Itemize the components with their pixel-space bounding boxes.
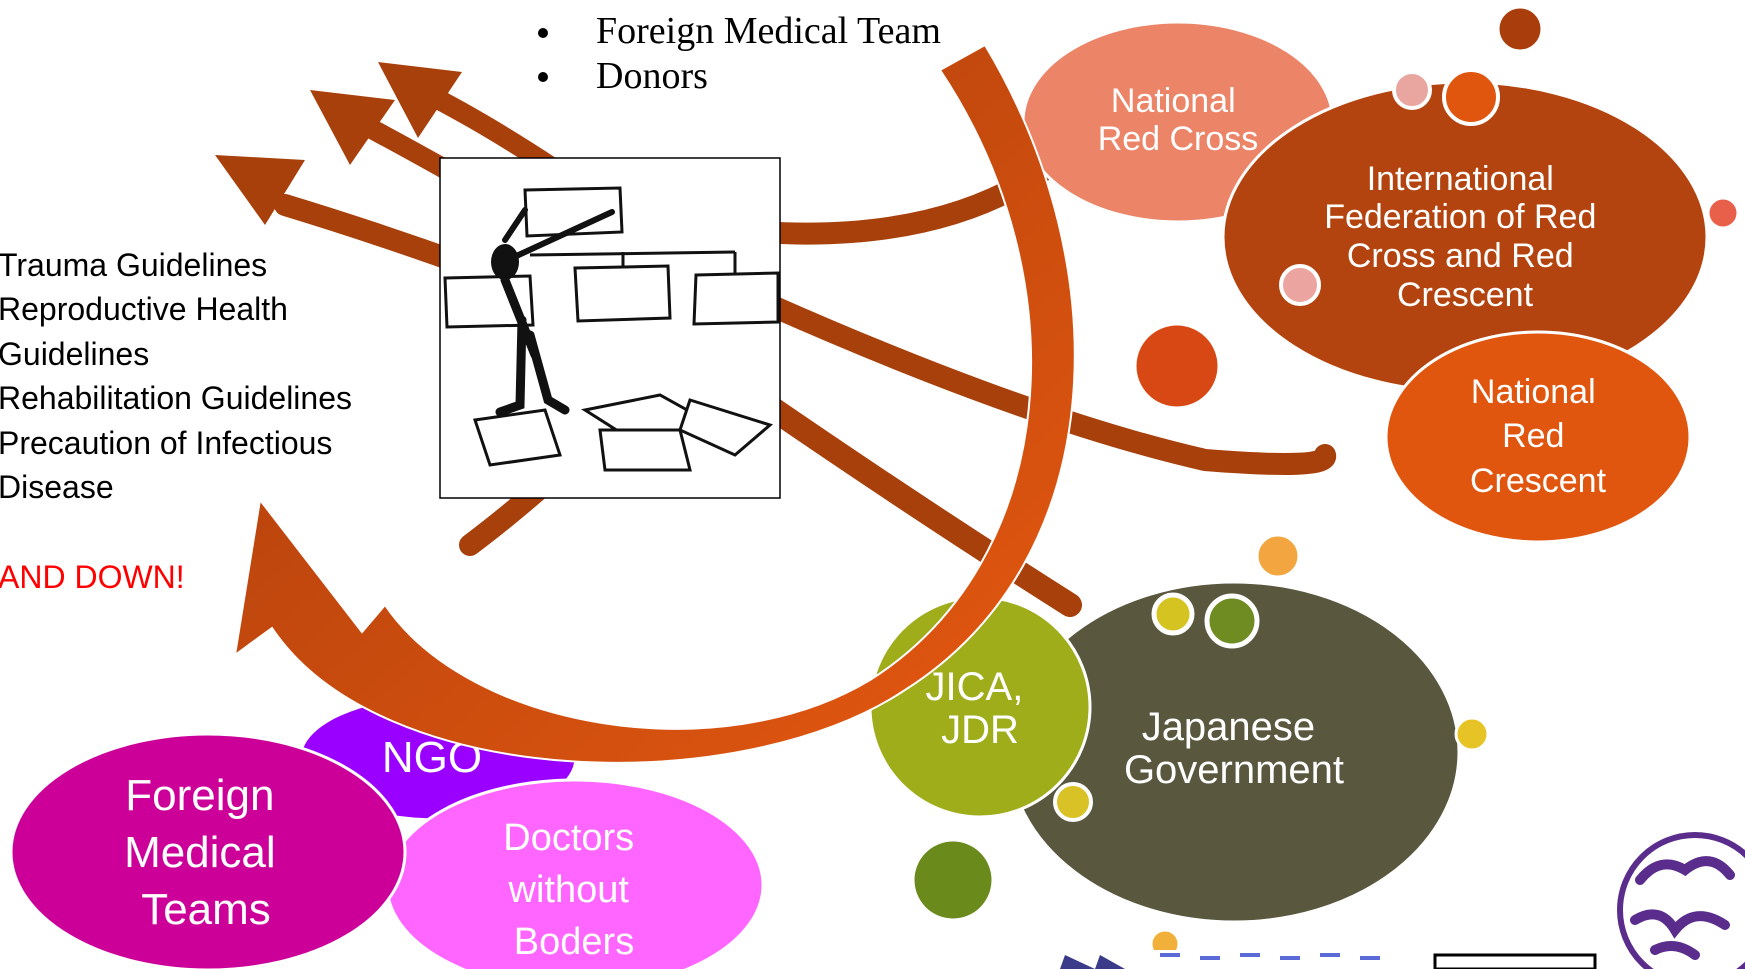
dot [1151,592,1195,636]
list-item: Guidelines [0,336,149,372]
node-label: JICA, JDR [926,665,1035,752]
arrow-line-to-japanese-government [748,388,1082,617]
list-item: Precaution of Infectious [0,425,332,461]
dot [1706,196,1740,230]
node-label: Japanese Government [1124,705,1344,792]
node-label: Doctors without Boders [503,817,644,963]
left-callout: AND DOWN! [0,559,185,595]
decorative-dots [911,5,1740,960]
arrow-line-to-red-crescent [759,294,1337,475]
dot [1255,533,1301,579]
top-bullet-item: Donors [596,55,708,97]
dot [1204,593,1260,649]
list-item: Reproductive Health [0,291,288,327]
big-curved-arrow [233,43,1076,764]
node-label: National Red Crescent [1470,373,1607,500]
node-jica-jdr: JICA, JDR [868,595,1092,819]
dot [1496,5,1544,53]
dot [1133,322,1221,410]
bullet-dot [538,28,548,38]
top-bullet-item: Foreign Medical Team [596,10,941,52]
left-guidelines-list: Trauma Guidelines Reproductive Health Gu… [0,247,352,595]
dot [1279,264,1321,306]
bullet-dot [538,72,548,82]
node-national-red-crescent: National Red Crescent [1384,330,1692,544]
dot [1442,68,1500,126]
list-item: Rehabilitation Guidelines [0,380,352,416]
dot [1454,716,1490,752]
university-seal-logo [1617,832,1745,969]
node-label: National Red Cross [1098,82,1259,158]
list-item: Trauma Guidelines [0,247,267,283]
node-ifrc: International Federation of Red Cross an… [1221,80,1709,394]
node-label: International Federation of Red Cross an… [1324,160,1606,314]
institute-logo [1060,950,1597,969]
planning-illustration [439,157,781,499]
top-bullet-list: Foreign Medical Team Donors [538,10,941,97]
list-item: Disease [0,469,114,505]
dot [1392,70,1432,110]
node-doctors-without-boders: Doctors without Boders [385,778,765,969]
node-label: Foreign Medical Teams [124,771,288,934]
node-japanese-government: Japanese Government [1007,580,1461,924]
dot [1053,782,1093,822]
dot [911,838,995,922]
node-foreign-medical-teams: Foreign Medical Teams [9,732,407,969]
